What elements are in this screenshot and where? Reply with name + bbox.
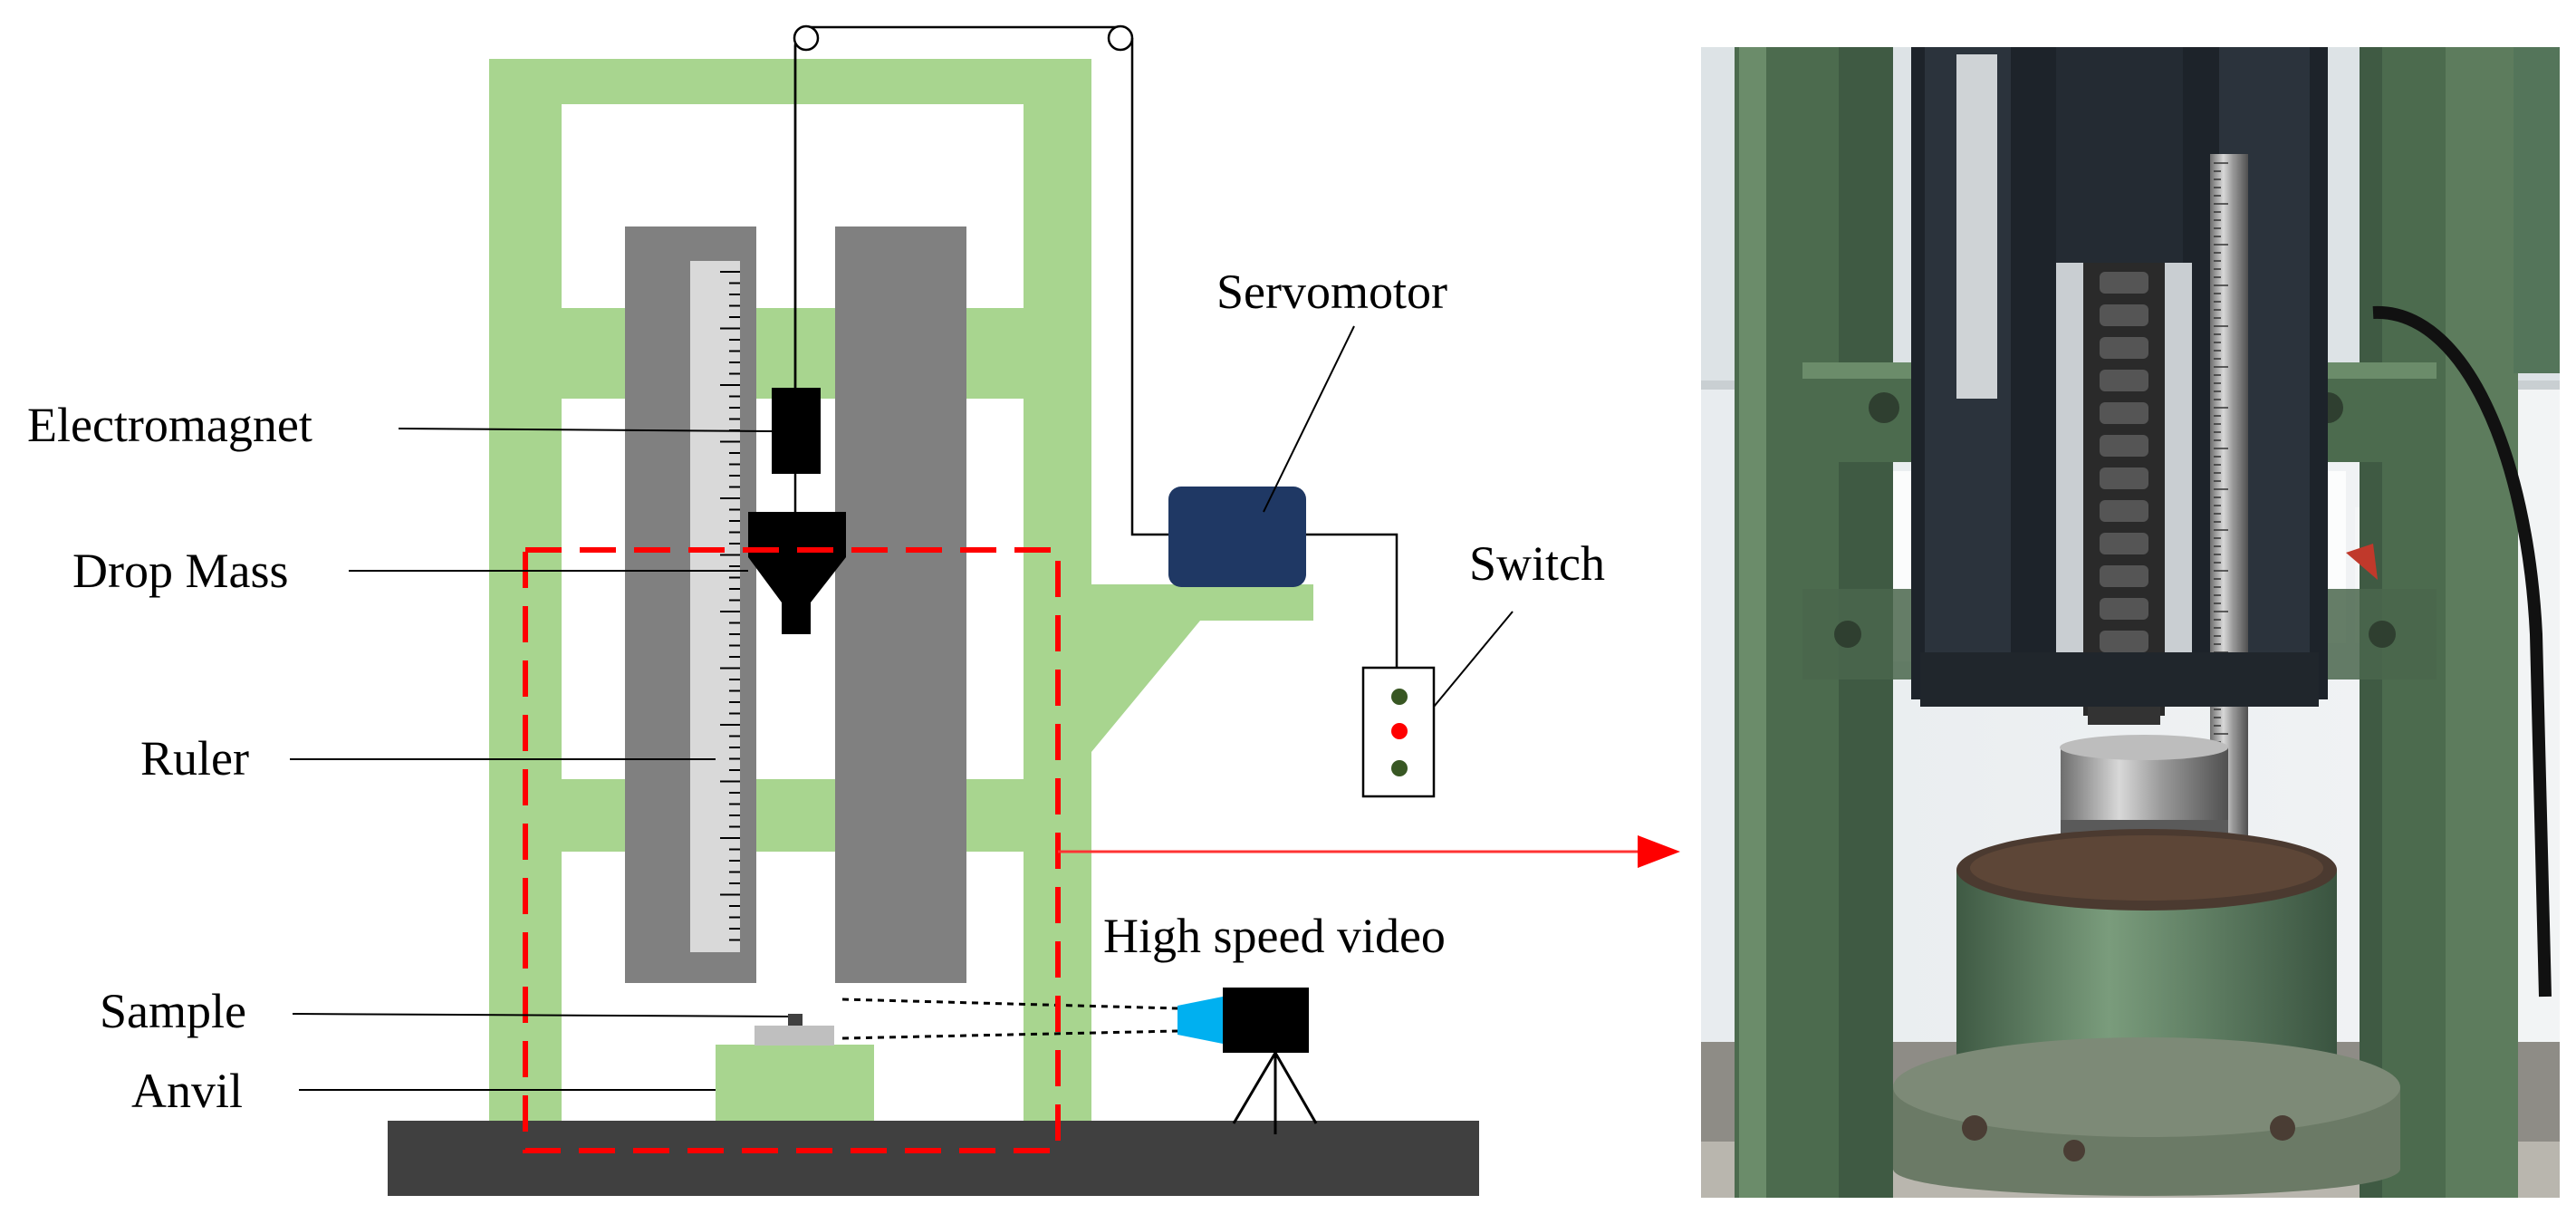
switch-light-green-bottom <box>1391 760 1408 776</box>
label-electromagnet: Electromagnet <box>27 398 312 452</box>
wire-right <box>1130 38 1168 536</box>
ruler-ticks <box>720 271 740 941</box>
label-ruler: Ruler <box>140 731 249 785</box>
chain-link <box>2100 272 2148 294</box>
label-switch: Switch <box>1469 536 1605 591</box>
pulley-right <box>1107 24 1134 52</box>
leader-electromagnet <box>398 428 773 432</box>
sample <box>788 1014 803 1026</box>
anvil <box>716 1045 874 1121</box>
video-camera-icon <box>1177 988 1318 1134</box>
leader-servomotor <box>1263 325 1355 513</box>
label-anvil: Anvil <box>131 1064 243 1118</box>
chain-link <box>2100 565 2148 587</box>
chain-link <box>2100 533 2148 554</box>
ruler <box>690 261 740 952</box>
chain-link <box>2100 500 2148 522</box>
electromagnet <box>772 388 821 474</box>
chain-link <box>2100 467 2148 489</box>
drop-mass <box>748 512 846 634</box>
chain-link <box>2100 337 2148 359</box>
label-high-speed-video: High speed video <box>1103 909 1446 963</box>
chain-link <box>2100 402 2148 424</box>
servomotor <box>1168 487 1306 587</box>
chain-link <box>2100 304 2148 326</box>
switch-light-red <box>1391 723 1408 739</box>
chain-link <box>2100 435 2148 457</box>
base-plate <box>388 1121 1479 1196</box>
chain-link <box>2100 370 2148 391</box>
servo-to-switch-wire <box>1306 533 1399 668</box>
switch-light-green-top <box>1391 689 1408 705</box>
schematic: Electromagnet Drop Mass Ruler Sample Anv… <box>27 24 1680 1196</box>
chain-link <box>2100 598 2148 620</box>
label-sample: Sample <box>100 984 246 1038</box>
label-servomotor: Servomotor <box>1216 265 1447 319</box>
bracket <box>1091 584 1313 752</box>
drop-weight-machine-photo <box>1701 47 2560 1198</box>
right-column <box>835 226 966 983</box>
view-line-bottom <box>841 1029 1178 1040</box>
leader-switch <box>1433 611 1514 708</box>
anvil-top <box>755 1026 834 1046</box>
label-drop-mass: Drop Mass <box>72 544 289 598</box>
view-line-top <box>841 998 1178 1010</box>
chain-link <box>2100 631 2148 652</box>
leader-sample <box>292 1013 789 1017</box>
pulley-left <box>793 24 820 52</box>
zoom-arrow-head <box>1638 835 1680 868</box>
